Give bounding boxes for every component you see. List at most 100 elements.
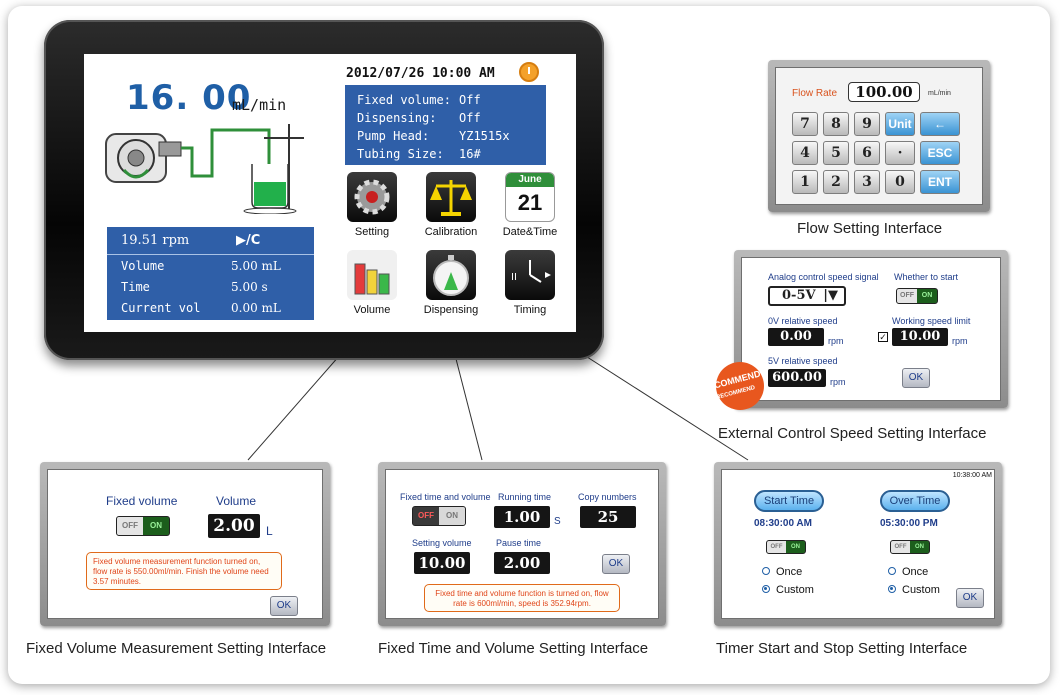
v0-speed-label: 0V relative speed bbox=[768, 316, 838, 326]
key-5[interactable]: 5 bbox=[823, 141, 849, 165]
status-info-box: Fixed volume:Off Dispensing:Off Pump Hea… bbox=[345, 85, 546, 165]
flow-rate-input[interactable]: 100.00 bbox=[848, 82, 920, 102]
app-dispensing[interactable]: Dispensing bbox=[416, 250, 486, 316]
key-0[interactable]: 0 bbox=[885, 170, 915, 194]
fixed-time-volume-caption: Fixed Time and Volume Setting Interface bbox=[378, 640, 649, 657]
fixed-volume-note: Fixed volume measurement function turned… bbox=[86, 552, 282, 590]
external-control-panel: Analog control speed signal 0-5V |▼ Whet… bbox=[734, 250, 1008, 408]
key-8[interactable]: 8 bbox=[823, 112, 849, 136]
start-custom-radio[interactable]: Custom bbox=[762, 584, 814, 596]
tablet-device: 16. 00 mL/min 2012/07/26 10:00 AM Fixed … bbox=[44, 20, 604, 360]
start-once-radio[interactable]: Once bbox=[762, 566, 802, 578]
app-volume[interactable]: Volume bbox=[337, 250, 407, 316]
setting-volume-input[interactable]: 10.00 bbox=[414, 552, 470, 574]
v5-speed-input[interactable]: 600.00 bbox=[768, 369, 826, 387]
info-value: Off bbox=[459, 93, 481, 107]
flow-rate-label: Flow Rate bbox=[792, 88, 838, 99]
key-esc[interactable]: ESC bbox=[920, 141, 960, 165]
key-2[interactable]: 2 bbox=[823, 170, 849, 194]
rpm-value: 19.51 rpm bbox=[121, 233, 190, 248]
volume-input[interactable]: 2.00 bbox=[208, 514, 260, 538]
scale-icon bbox=[426, 172, 476, 222]
key-decimal[interactable]: · bbox=[885, 141, 915, 165]
ok-button[interactable]: OK bbox=[902, 368, 930, 388]
app-date-time[interactable]: June 21 Date&Time bbox=[495, 172, 565, 238]
speed-limit-checkbox[interactable]: ✓ bbox=[878, 332, 888, 342]
timer-panel: 10:38:00 AM Start Time 08:30:00 AM Over … bbox=[714, 462, 1002, 626]
app-label: Timing bbox=[513, 304, 547, 316]
stat-value: 5.00 s bbox=[231, 279, 268, 294]
app-label: Calibration bbox=[424, 226, 478, 238]
stat-label: Volume bbox=[121, 258, 165, 273]
key-9[interactable]: 9 bbox=[854, 112, 880, 136]
radio-label: Custom bbox=[902, 584, 940, 596]
analog-signal-label: Analog control speed signal bbox=[768, 272, 879, 282]
timer-clock: 10:38:00 AM bbox=[952, 472, 992, 479]
ok-button[interactable]: OK bbox=[270, 596, 298, 616]
flow-rate-unit: mL/min bbox=[232, 96, 287, 114]
ok-button[interactable]: OK bbox=[602, 554, 630, 574]
start-time-button[interactable]: Start Time bbox=[754, 490, 824, 512]
limit-unit: rpm bbox=[952, 336, 968, 346]
radio-label: Once bbox=[776, 566, 803, 578]
main-screen: 16. 00 mL/min 2012/07/26 10:00 AM Fixed … bbox=[84, 54, 576, 332]
running-time-label: Running time bbox=[498, 492, 552, 502]
app-calibration[interactable]: Calibration bbox=[416, 172, 486, 238]
info-value: YZ1515x bbox=[459, 129, 510, 143]
toggle-on: ON bbox=[910, 541, 929, 553]
info-value: Off bbox=[459, 111, 481, 125]
analog-signal-value: 0-5V bbox=[782, 288, 816, 303]
gear-icon bbox=[347, 172, 397, 222]
speed-limit-input[interactable]: 10.00 bbox=[892, 328, 948, 346]
app-setting[interactable]: Setting bbox=[337, 172, 407, 238]
key-unit[interactable]: Unit bbox=[885, 112, 915, 136]
over-once-radio[interactable]: Once bbox=[888, 566, 928, 578]
key-enter[interactable]: ENT bbox=[920, 170, 960, 194]
toggle-off: OFF bbox=[413, 507, 439, 525]
pause-time-input[interactable]: 2.00 bbox=[494, 552, 550, 574]
v5-unit: rpm bbox=[830, 377, 846, 387]
chevron-down-icon: |▼ bbox=[823, 288, 838, 303]
over-custom-radio[interactable]: Custom bbox=[888, 584, 940, 596]
radio-dot bbox=[762, 585, 770, 594]
info-label: Dispensing: bbox=[357, 111, 437, 125]
over-time-button[interactable]: Over Time bbox=[880, 490, 950, 512]
alarm-clock-icon[interactable] bbox=[519, 62, 539, 82]
stat-label: Current vol bbox=[121, 300, 201, 315]
analog-signal-select[interactable]: 0-5V |▼ bbox=[768, 286, 846, 306]
flow-rate-unit: mL/min bbox=[928, 90, 951, 97]
key-7[interactable]: 7 bbox=[792, 112, 818, 136]
svg-text:II: II bbox=[511, 272, 517, 283]
stat-label: Time bbox=[121, 279, 150, 294]
toggle-off: OFF bbox=[117, 517, 143, 535]
key-1[interactable]: 1 bbox=[792, 170, 818, 194]
ok-button[interactable]: OK bbox=[956, 588, 984, 608]
radio-dot bbox=[888, 567, 896, 576]
key-backspace[interactable]: ← bbox=[920, 112, 960, 136]
running-time-input[interactable]: 1.00 bbox=[494, 506, 550, 528]
app-timing[interactable]: II Timing bbox=[495, 250, 565, 316]
key-4[interactable]: 4 bbox=[792, 141, 818, 165]
key-3[interactable]: 3 bbox=[854, 170, 880, 194]
calendar-icon: June 21 bbox=[505, 172, 555, 222]
flow-setting-panel: Flow Rate 100.00 mL/min 7 8 9 Unit ← 4 5… bbox=[768, 60, 990, 212]
radio-dot bbox=[888, 585, 896, 594]
beaker-icon bbox=[347, 250, 397, 300]
flow-rate-value: 16. 00 bbox=[126, 78, 252, 118]
stat-value: 0.00 mL bbox=[231, 300, 281, 315]
fixed-volume-label: Fixed volume bbox=[106, 494, 178, 508]
key-6[interactable]: 6 bbox=[854, 141, 880, 165]
ftv-label: Fixed time and volume bbox=[400, 492, 491, 502]
external-control-caption: External Control Speed Setting Interface bbox=[718, 425, 987, 442]
v0-speed-input[interactable]: 0.00 bbox=[768, 328, 824, 346]
copy-numbers-input[interactable]: 25 bbox=[580, 506, 636, 528]
timing-clock-icon: II bbox=[505, 250, 555, 300]
run-direction-button[interactable]: ▶/C bbox=[236, 233, 261, 248]
